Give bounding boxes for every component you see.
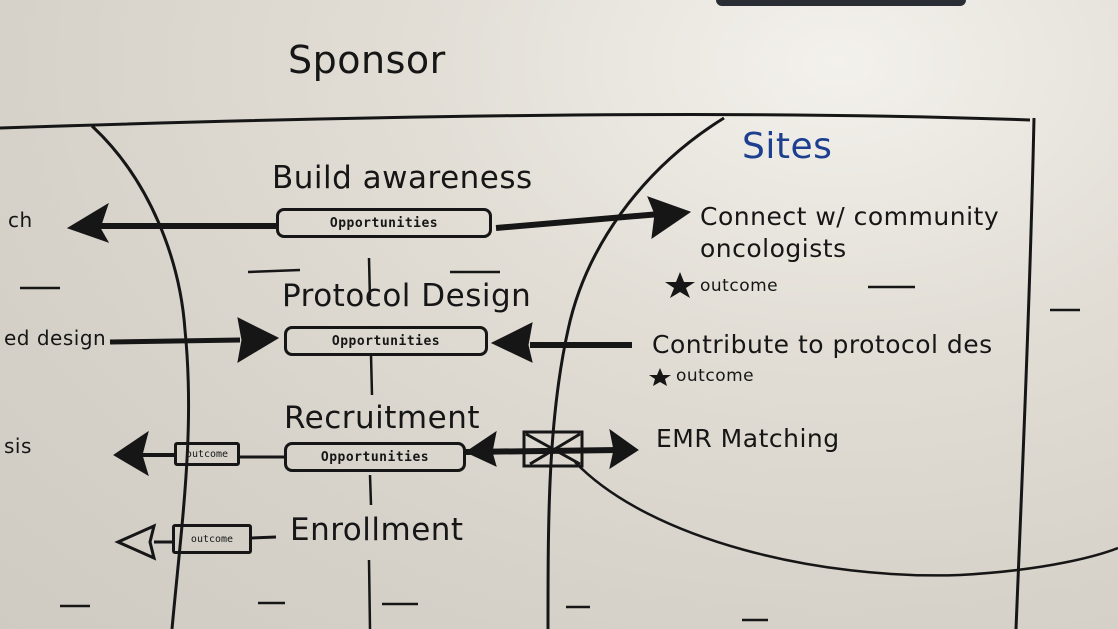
row2-pill-label: Opportunities <box>331 333 441 349</box>
right-border-line <box>1014 117 1036 629</box>
row4-outcome-box: outcome <box>172 524 252 554</box>
row2-outcome: outcome <box>676 366 755 386</box>
row1-right-note-2: oncologists <box>700 234 847 263</box>
marker-tray <box>716 0 966 6</box>
row1-opportunities-pill: Opportunities <box>276 208 492 238</box>
row4-arrow <box>114 523 277 561</box>
row3-crossed-box <box>522 430 584 468</box>
lower-sweep-curve <box>574 461 1118 577</box>
row2-opportunities-pill: Opportunities <box>284 326 488 356</box>
row1-outcome: outcome <box>700 276 779 296</box>
row2-arrows <box>109 317 632 363</box>
row2-heading: Protocol Design <box>282 278 532 314</box>
row3-opportunities-pill: Opportunities <box>284 442 466 472</box>
row3-box-label: outcome <box>185 448 229 460</box>
separator-dashes <box>20 268 1080 622</box>
row3-right-note: EMR Matching <box>656 424 840 453</box>
row1-pill-label: Opportunities <box>329 215 439 231</box>
row4-box-label: outcome <box>190 533 234 545</box>
right-lane-boundary <box>546 116 725 629</box>
center-dashed-line <box>367 257 374 629</box>
row2-right-note: Contribute to protocol des <box>652 330 993 359</box>
row4-heading: Enrollment <box>290 512 464 548</box>
row1-arrows <box>66 196 692 243</box>
left-lane-boundary <box>90 124 191 629</box>
row3-outcome-box: outcome <box>174 442 240 466</box>
star-marks <box>649 272 695 386</box>
row3-arrows <box>113 428 639 477</box>
sites-lane-label: Sites <box>742 126 833 167</box>
row3-left-cut-text: sis <box>4 434 32 458</box>
row1-right-note: Connect w/ community <box>700 202 1000 231</box>
top-border-line <box>0 113 1031 130</box>
row1-heading: Build awareness <box>272 160 533 196</box>
row3-pill-label: Opportunities <box>320 449 430 465</box>
row2-left-cut-text: ed design <box>4 326 107 350</box>
sponsor-title: Sponsor <box>288 38 446 82</box>
row3-heading: Recruitment <box>284 400 480 436</box>
row1-left-cut-text: ch <box>8 208 33 232</box>
